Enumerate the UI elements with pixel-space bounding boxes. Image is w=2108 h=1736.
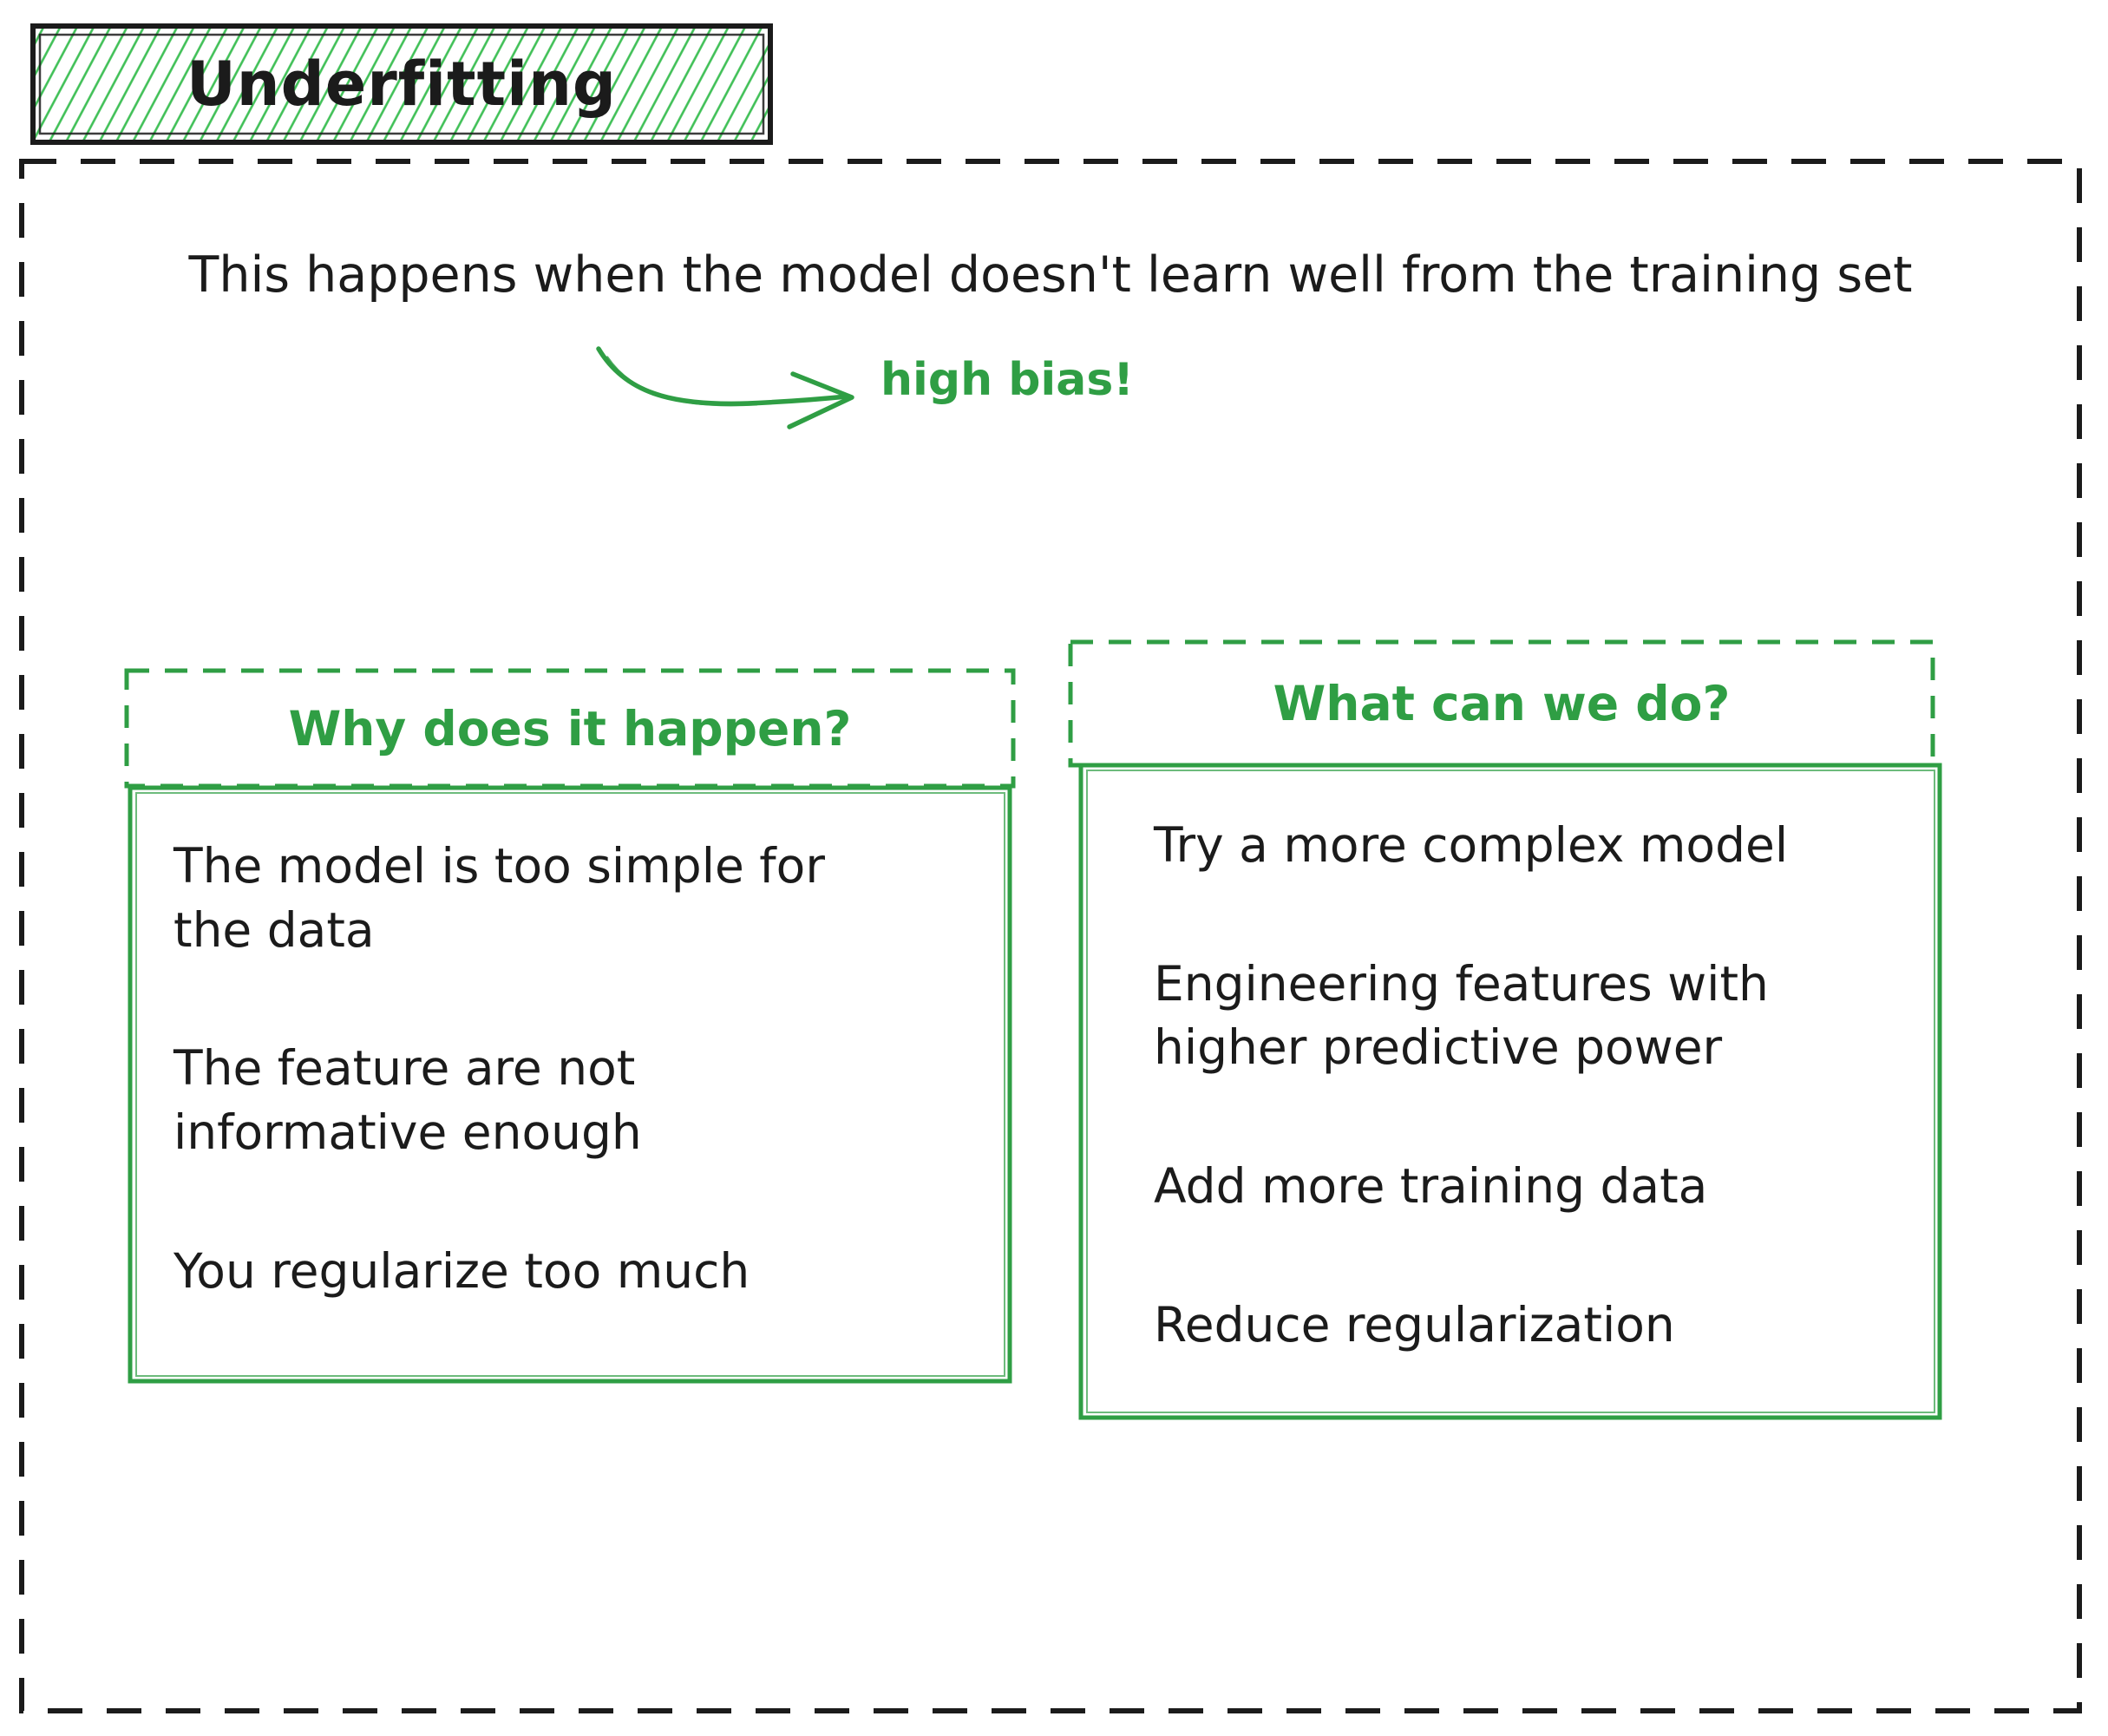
list-item: You regularize too much: [173, 1242, 750, 1299]
left-panel-header: Why does it happen?: [288, 700, 852, 757]
list-item: Add more training data: [1154, 1158, 1708, 1215]
outer-dashed-frame: [19, 159, 2082, 1713]
right-panel-item-list: Try a more complex model Engineering fea…: [1154, 814, 1900, 1357]
list-item: Try a more complex model: [1154, 817, 1789, 873]
left-panel-content-box: [128, 785, 1012, 1384]
intro-sentence: This happens when the model doesn't lear…: [188, 246, 1913, 304]
list-item: Engineering features with higher predict…: [1154, 955, 1769, 1076]
right-panel-header: What can we do?: [1273, 676, 1731, 731]
list-item: The feature are not informative enough: [173, 1040, 642, 1161]
list-item: Reduce regularization: [1154, 1296, 1675, 1353]
right-panel-content-box: [1078, 763, 1942, 1420]
left-panel-item-list: The model is too simple for the data The…: [173, 835, 954, 1303]
arrow-to-annotation: [596, 346, 854, 429]
page-title: Underfitting: [186, 49, 618, 120]
list-item: The model is too simple for the data: [173, 838, 825, 958]
title-box: [30, 23, 773, 145]
high-bias-annotation: high bias!: [881, 354, 1134, 406]
